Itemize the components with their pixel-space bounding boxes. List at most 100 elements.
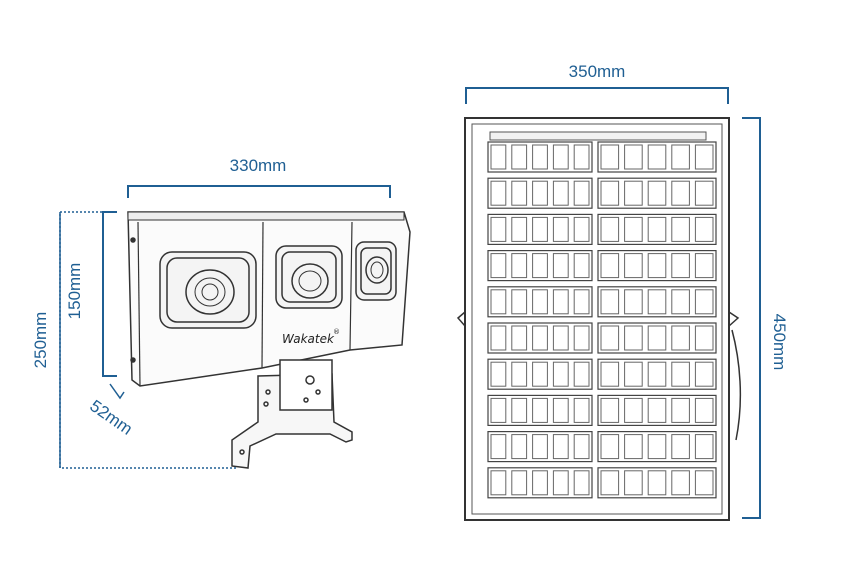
panel-cell (532, 434, 548, 460)
panel-cell (532, 361, 548, 387)
panel-cell (511, 325, 528, 351)
brand-registered-mark: ® (333, 328, 340, 336)
panel-cell (600, 325, 620, 351)
panel-cell-row (597, 431, 717, 463)
panel-cell-row (487, 431, 593, 463)
panel-cell (552, 253, 569, 279)
panel-cell (624, 216, 643, 242)
panel-cell-row (597, 322, 717, 354)
panel-cell (694, 361, 714, 387)
panel-cell (573, 325, 590, 351)
panel-cell (552, 325, 569, 351)
panel-cell (600, 180, 620, 206)
panel-cell (694, 325, 714, 351)
panel-cell (490, 470, 507, 496)
panel-cell-row (597, 250, 717, 282)
panel-cell (600, 434, 620, 460)
panel-cell (490, 253, 507, 279)
panel-height-line (742, 117, 761, 519)
panel-cell-row (487, 394, 593, 426)
panel-cell (600, 397, 620, 423)
panel-cell-row (597, 177, 717, 209)
panel-cell (647, 434, 667, 460)
light-width-line (127, 185, 391, 198)
light-height-label: 150mm (65, 263, 84, 320)
panel-cell (600, 470, 620, 496)
panel-cell (600, 216, 620, 242)
panel-cell (490, 144, 507, 170)
panel-cell (671, 144, 690, 170)
panel-cell-row (487, 322, 593, 354)
panel-cell (694, 216, 714, 242)
panel-cell (573, 216, 590, 242)
panel-cell (624, 361, 643, 387)
panel-cell-row (487, 467, 593, 499)
panel-cell (490, 216, 507, 242)
panel-cell (624, 434, 643, 460)
panel-cell (671, 325, 690, 351)
panel-cell (532, 289, 548, 315)
panel-cell-row (487, 286, 593, 318)
panel-cell (532, 180, 548, 206)
panel-cell (624, 325, 643, 351)
panel-cell (511, 216, 528, 242)
light-width-label: 330mm (230, 156, 287, 175)
panel-cell-row (597, 213, 717, 245)
panel-cell-grid (487, 141, 717, 499)
panel-cell (600, 253, 620, 279)
panel-cell (671, 216, 690, 242)
panel-cell (511, 434, 528, 460)
panel-cell (600, 289, 620, 315)
led-lens-middle (275, 245, 343, 309)
panel-cell (532, 470, 548, 496)
panel-cell (490, 325, 507, 351)
panel-width-line (465, 87, 729, 104)
panel-cell (573, 180, 590, 206)
panel-cell (573, 253, 590, 279)
panel-cell (647, 144, 667, 170)
panel-cell (671, 289, 690, 315)
panel-cell (573, 397, 590, 423)
panel-cell (624, 289, 643, 315)
panel-cell (490, 289, 507, 315)
panel-cell-row (487, 213, 593, 245)
panel-cell (511, 253, 528, 279)
panel-cell (624, 253, 643, 279)
panel-cell (573, 289, 590, 315)
panel-cell (694, 289, 714, 315)
light-depth-line (109, 383, 125, 400)
panel-cell (647, 253, 667, 279)
panel-cell-row (487, 177, 593, 209)
panel-cell (532, 325, 548, 351)
panel-cell (573, 434, 590, 460)
panel-cell (671, 180, 690, 206)
panel-cell (671, 253, 690, 279)
panel-cell (573, 144, 590, 170)
panel-cell (490, 397, 507, 423)
panel-cell (552, 289, 569, 315)
panel-cell (647, 397, 667, 423)
panel-cell (671, 361, 690, 387)
panel-cell (552, 361, 569, 387)
panel-cell (532, 216, 548, 242)
panel-cell (552, 180, 569, 206)
panel-cell (511, 144, 528, 170)
panel-cell (511, 180, 528, 206)
panel-cell (552, 144, 569, 170)
light-height-line (102, 211, 117, 377)
panel-cell-row (487, 250, 593, 282)
panel-cell (573, 470, 590, 496)
panel-cell (647, 361, 667, 387)
mounting-bracket (231, 359, 353, 469)
panel-cell-row (597, 286, 717, 318)
panel-cell (490, 434, 507, 460)
panel-cell-row (597, 467, 717, 499)
panel-cell (647, 180, 667, 206)
flood-light (127, 211, 411, 469)
panel-cell (511, 361, 528, 387)
panel-cell (694, 397, 714, 423)
panel-cell-row (597, 394, 717, 426)
panel-cell (694, 470, 714, 496)
